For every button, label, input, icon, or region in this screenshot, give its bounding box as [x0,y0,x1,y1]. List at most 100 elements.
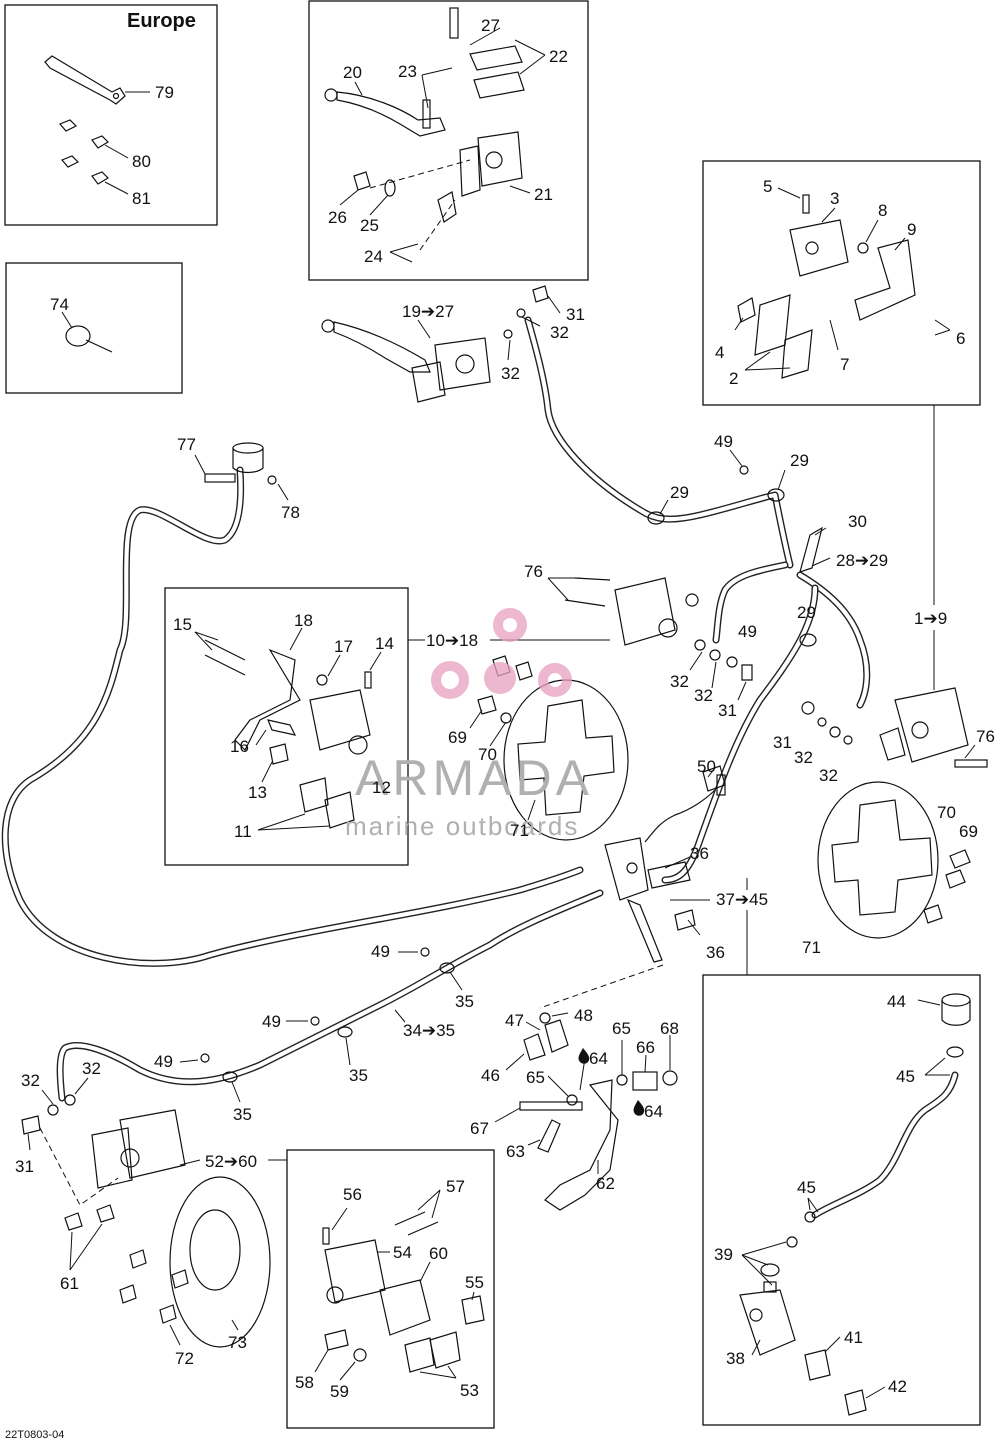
rear-caliper [91,1109,186,1189]
banjo-fitting-right [801,701,853,745]
callout-28-29: 28➔29 [836,551,888,570]
callout-53: 53 [460,1381,479,1400]
callout-11: 11 [234,822,252,841]
callout-52-60: 52➔60 [205,1152,257,1171]
callout-76-a: 76 [524,562,543,581]
callout-76-b: 76 [976,727,995,746]
callout-24: 24 [364,247,383,266]
rear-master-cylinder-detail-box [702,974,981,1426]
callout-8: 8 [878,201,887,220]
callout-71-a: 71 [510,821,529,840]
callout-6: 6 [956,329,965,348]
front-branch-hose-left [712,561,789,644]
cable-tie-box [5,262,183,394]
fluid-drop-icon [633,1100,645,1116]
front-right-brake-disc [817,781,939,939]
callout-50: 50 [697,757,716,776]
callout-32-c: 32 [670,672,689,691]
callout-65-a: 65 [612,1019,631,1038]
banjo-fitting-left [694,639,753,681]
assembled-master-cylinder [321,319,491,403]
caliper-left-detail [204,639,372,829]
callout-35-a: 35 [455,992,474,1011]
front-branch-hose-right [796,571,871,709]
callout-32-e: 32 [794,748,813,767]
callout-37-45: 37➔45 [716,890,768,909]
callout-80: 80 [132,152,151,171]
callout-27: 27 [481,16,500,35]
callout-20: 20 [343,63,362,82]
callout-70-a: 70 [478,745,497,764]
callout-49-a: 49 [714,432,733,451]
callout-67: 67 [470,1119,489,1138]
callout-31-top: 31 [566,305,585,324]
watermark-tagline: marine outboards [345,811,579,841]
callout-64-b: 64 [644,1102,663,1121]
callout-7: 7 [840,355,849,374]
rear-banjo-fitting [21,1094,76,1135]
callout-32-g: 32 [21,1071,40,1090]
front-left-caliper-detail-box [164,587,409,866]
callout-56: 56 [343,1185,362,1204]
callout-58: 58 [295,1373,314,1392]
callout-66: 66 [636,1038,655,1057]
screw-part [58,119,109,149]
caliper-right-detail [737,194,916,379]
callout-45-b: 45 [797,1178,816,1197]
watermark-brand: ARMADA [355,750,593,806]
callout-59: 59 [330,1382,349,1401]
callout-49-d: 49 [262,1012,281,1031]
callout-39: 39 [714,1245,733,1264]
callout-36-b: 36 [706,943,725,962]
callout-22: 22 [549,47,568,66]
callout-19-27: 19➔27 [402,302,454,321]
callout-41: 41 [844,1328,863,1347]
callout-9: 9 [907,220,916,239]
reservoir-return-hose [1,466,584,967]
callout-81: 81 [132,189,151,208]
callout-38: 38 [726,1349,745,1368]
fluid-drop-icon [578,1048,590,1064]
rear-caliper-bolts [64,1204,115,1231]
callout-61: 61 [60,1274,79,1293]
brake-lever-part [324,88,446,137]
reservoir-cap-part [469,45,525,99]
callout-32-f: 32 [819,766,838,785]
callout-69-a: 69 [448,728,467,747]
pivot-bolt-part [422,7,459,129]
front-left-caliper [564,577,699,646]
callout-3: 3 [830,189,839,208]
callout-34-35: 34➔35 [403,1021,455,1040]
brake-light-switch [702,765,726,796]
rear-caliper-detail-box [286,1149,495,1429]
callout-30: 30 [848,512,867,531]
callout-31-d: 31 [15,1157,34,1176]
callout-25: 25 [360,216,379,235]
bracket-part [44,55,126,105]
brake-pedal-parts [519,1012,678,1211]
hose-clips [222,285,817,1083]
region-title: Europe [127,10,196,32]
rear-disc-bolts [119,1249,189,1324]
rear-feed-hose [661,584,819,884]
callout-31-c: 31 [773,733,792,752]
callout-70-b: 70 [937,803,956,822]
callout-21: 21 [534,185,553,204]
callout-63: 63 [506,1142,525,1161]
rear-brake-hose [56,889,604,1102]
callout-5: 5 [763,177,772,196]
nut-part [60,155,109,185]
callout-69-b: 69 [959,822,978,841]
callout-42: 42 [888,1377,907,1396]
callout-32-top: 32 [550,323,569,342]
front-right-caliper [879,687,988,768]
callout-18: 18 [294,611,313,630]
callout-48: 48 [574,1006,593,1025]
callout-45-a: 45 [896,1067,915,1086]
callout-49-b: 49 [738,622,757,641]
figure-code: 22T0803-04 [5,1429,64,1441]
callout-14: 14 [375,634,394,653]
callout-29-b: 29 [670,483,689,502]
callout-31-b: 31 [718,701,737,720]
